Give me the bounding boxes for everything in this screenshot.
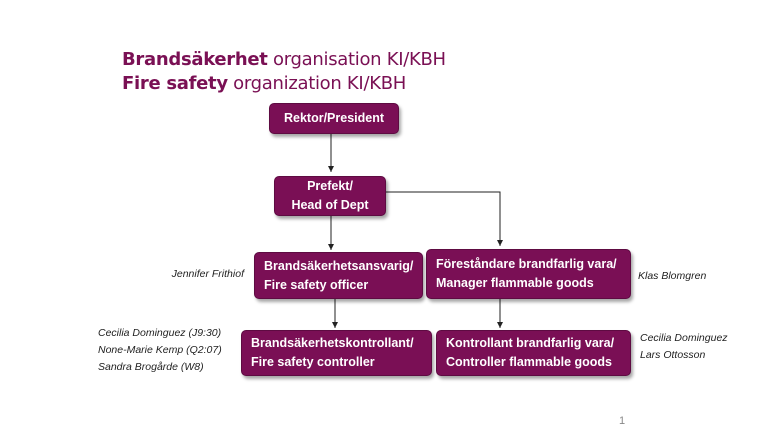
box-fire-safety-officer: Brandsäkerhetsansvarig/ Fire safety offi…: [254, 252, 423, 299]
persons-fire-safety-controller: Cecilia Dominguez (J9:30) None-Marie Kem…: [98, 325, 222, 376]
box-fire-safety-controller-label-2: Fire safety controller: [251, 355, 375, 369]
person-name: None-Marie Kemp (Q2:07): [98, 344, 222, 356]
box-fire-safety-controller-label-1: Brandsäkerhetskontrollant/: [251, 336, 414, 350]
box-fire-safety-officer-label-2: Fire safety officer: [264, 277, 369, 292]
person-name: Klas Blomgren: [638, 270, 707, 282]
person-name: Cecilia Dominguez: [640, 332, 728, 344]
box-controller-flammable-goods-label-2: Controller flammable goods: [446, 355, 612, 369]
box-prefekt-label-2: Head of Dept: [291, 198, 369, 212]
page-number: 1: [619, 415, 626, 427]
person-name: Lars Ottosson: [640, 349, 706, 361]
title-swedish-bold: Brandsäkerhet: [122, 49, 268, 70]
box-fire-safety-officer-label-1: Brandsäkerhetsansvarig/: [264, 258, 414, 273]
box-prefekt: Prefekt/ Head of Dept: [274, 176, 386, 216]
title-english: Fire safety organization KI/KBH: [122, 73, 406, 94]
box-fire-safety-controller: Brandsäkerhetskontrollant/ Fire safety c…: [241, 330, 432, 376]
box-manager-flammable-goods-label-1: Föreståndare brandfarlig vara/: [436, 257, 617, 271]
person-manager-flammable-goods: Klas Blomgren: [638, 268, 706, 285]
box-manager-flammable-goods-label-2: Manager flammable goods: [436, 276, 594, 290]
box-prefekt-label-1: Prefekt/: [307, 179, 353, 193]
box-controller-flammable-goods-label-1: Kontrollant brandfarlig vara/: [446, 336, 615, 350]
box-rektor-label: Rektor/President: [283, 111, 385, 125]
person-fire-safety-officer: Jennifer Frithiof: [172, 266, 244, 283]
person-name: Cecilia Dominguez (J9:30): [98, 327, 222, 339]
person-name: Jennifer Frithiof: [171, 268, 244, 280]
title-swedish-rest: organisation KI/KBH: [267, 49, 446, 70]
title-english-rest: organization KI/KBH: [227, 73, 406, 94]
title-swedish: Brandsäkerhet organisation KI/KBH: [122, 49, 446, 70]
box-rektor: Rektor/President: [269, 103, 399, 134]
person-name: Sandra Brogårde (W8): [98, 361, 204, 373]
box-manager-flammable-goods: Föreståndare brandfarlig vara/ Manager f…: [426, 249, 631, 299]
persons-controller-flammable-goods: Cecilia Dominguez Lars Ottosson: [640, 330, 728, 364]
connector-prefekt-manager: [386, 191, 503, 246]
title-english-bold: Fire safety: [122, 73, 228, 94]
box-controller-flammable-goods: Kontrollant brandfarlig vara/ Controller…: [436, 330, 631, 376]
